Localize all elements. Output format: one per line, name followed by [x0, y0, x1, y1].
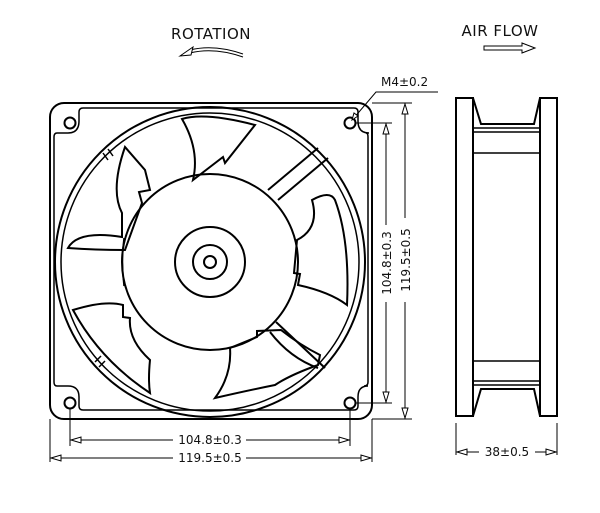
- side-flange-left: [455, 97, 474, 417]
- venturi-inner: [60, 112, 360, 412]
- dim-overall-width: 119.5±0.5: [178, 451, 242, 465]
- frame-struts: [94, 147, 329, 369]
- hub-bearing: [192, 244, 228, 280]
- blade: [71, 302, 152, 396]
- fan-blades: [66, 115, 349, 400]
- dim-depth: 38±0.5: [485, 445, 529, 459]
- mount-hole-leader: [351, 91, 438, 122]
- hub-outer: [121, 173, 299, 351]
- rotation-arrow-icon: [178, 45, 244, 58]
- vertical-dimensions: [356, 102, 412, 420]
- blade: [212, 328, 322, 400]
- side-flange-right: [539, 97, 558, 417]
- dim-hole-spacing-horizontal: 104.8±0.3: [178, 433, 242, 447]
- mount-hole-top-right: [343, 116, 357, 130]
- rotation-label: ROTATION: [171, 25, 251, 43]
- fan-side-view: [455, 97, 558, 417]
- depth-dimension: [455, 423, 558, 456]
- airflow-label: AIR FLOW: [462, 22, 539, 40]
- blade: [292, 194, 349, 307]
- dim-hole-spacing-vertical: 104.8±0.3: [380, 231, 394, 295]
- frame-outline: [49, 102, 373, 420]
- hub-shaft: [203, 255, 217, 269]
- mount-hole-top-left: [63, 116, 77, 130]
- airflow-arrow-icon: [483, 42, 537, 54]
- dim-overall-height: 119.5±0.5: [399, 228, 413, 292]
- fan-front-view: [49, 102, 373, 420]
- blade: [180, 115, 257, 183]
- mount-hole-bottom-right: [343, 396, 357, 410]
- hub-cap: [174, 226, 246, 298]
- mount-hole-bottom-left: [63, 396, 77, 410]
- horizontal-dimensions: [49, 409, 373, 462]
- venturi-outer: [54, 106, 366, 418]
- frame-inner: [53, 107, 370, 411]
- blade: [66, 145, 152, 252]
- dim-mount-hole: M4±0.2: [381, 75, 428, 89]
